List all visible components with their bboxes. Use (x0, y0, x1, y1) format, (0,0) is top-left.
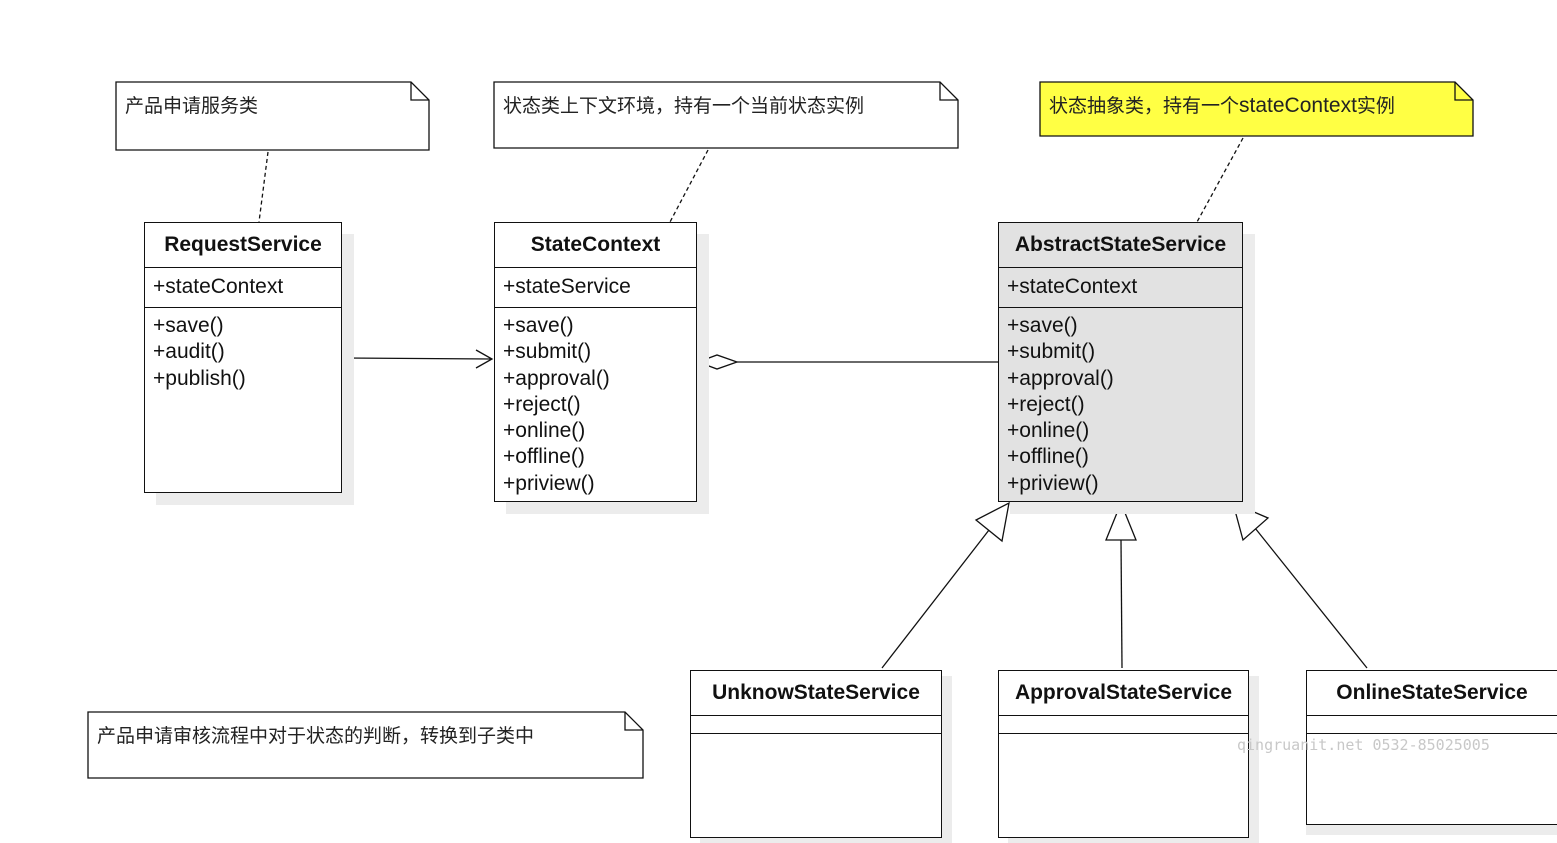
note-context-text: 状态类上下文环境，持有一个当前状态实例 (503, 95, 865, 117)
class-attribute: +stateService (495, 268, 696, 308)
note-abstract-mid: stateContext (1239, 94, 1357, 117)
class-operations: +save() +submit() +approval() +reject() … (999, 308, 1242, 497)
class-abstract-state-service: AbstractStateService +stateContext +save… (998, 222, 1243, 502)
operation: +priview() (1007, 471, 1099, 495)
class-attribute-empty (1307, 716, 1557, 734)
operation: +reject() (503, 392, 581, 416)
class-online-state-service: OnlineStateService (1306, 670, 1557, 825)
operation: +online() (1007, 419, 1090, 443)
anchor-context-note (669, 149, 709, 223)
operation: +approval() (503, 366, 610, 390)
class-name: RequestService (145, 223, 341, 268)
operation: +reject() (1007, 392, 1085, 416)
operation: +save() (503, 314, 574, 337)
class-attribute: +stateContext (145, 268, 341, 308)
class-name: UnknowStateService (691, 671, 941, 716)
note-abstract-post: 实例 (1356, 95, 1395, 117)
class-attribute-empty (999, 716, 1248, 734)
note-state-context (493, 81, 959, 149)
operation: +approval() (1007, 366, 1114, 390)
generalization-unknow (881, 501, 1010, 669)
operation: +offline() (503, 445, 585, 469)
note-request-text: 产品申请服务类 (125, 95, 259, 117)
class-operations: +save() +submit() +approval() +reject() … (495, 308, 696, 497)
note-abstract-pre: 状态抽象类，持有一个 (1049, 95, 1240, 117)
association-arrow (342, 349, 494, 369)
anchor-abstract-note (1196, 137, 1244, 223)
class-name: StateContext (495, 223, 696, 268)
class-request-service: RequestService +stateContext +save() +au… (144, 222, 342, 493)
operation: +priview() (503, 471, 595, 495)
class-name: OnlineStateService (1307, 671, 1557, 716)
class-approval-state-service: ApprovalStateService (998, 670, 1249, 838)
note-bottom-text: 产品申请审核流程中对于状态的判断，转换到子类中 (97, 725, 535, 747)
generalization-online (1232, 501, 1368, 669)
class-attribute-empty (691, 716, 941, 734)
note-request-service (115, 81, 430, 151)
operation: +online() (503, 419, 586, 443)
operation: +offline() (1007, 445, 1089, 469)
class-name: ApprovalStateService (999, 671, 1248, 716)
class-attribute: +stateContext (999, 268, 1242, 308)
anchor-request-note (258, 151, 269, 223)
operation: +submit() (503, 340, 592, 364)
note-abstract-state-service (1039, 81, 1474, 137)
operation: +save() (1007, 314, 1078, 337)
class-state-context: StateContext +stateService +save() +subm… (494, 222, 697, 502)
class-name: AbstractStateService (999, 223, 1242, 268)
operation: +audit() (153, 340, 225, 364)
aggregation-connector (696, 354, 998, 370)
note-subclass-transition (87, 711, 644, 779)
operation: +publish() (153, 366, 246, 390)
class-operations: +save() +audit() +publish() (145, 308, 341, 392)
watermark-text: qingruanit.net 0532-85025005 (1237, 736, 1490, 754)
note-abstract-text: 状态抽象类，持有一个stateContext实例 (1049, 91, 1395, 118)
operation: +submit() (1007, 340, 1096, 364)
class-unknow-state-service: UnknowStateService (690, 670, 942, 838)
operation: +save() (153, 314, 224, 337)
generalization-approval (1105, 501, 1137, 669)
